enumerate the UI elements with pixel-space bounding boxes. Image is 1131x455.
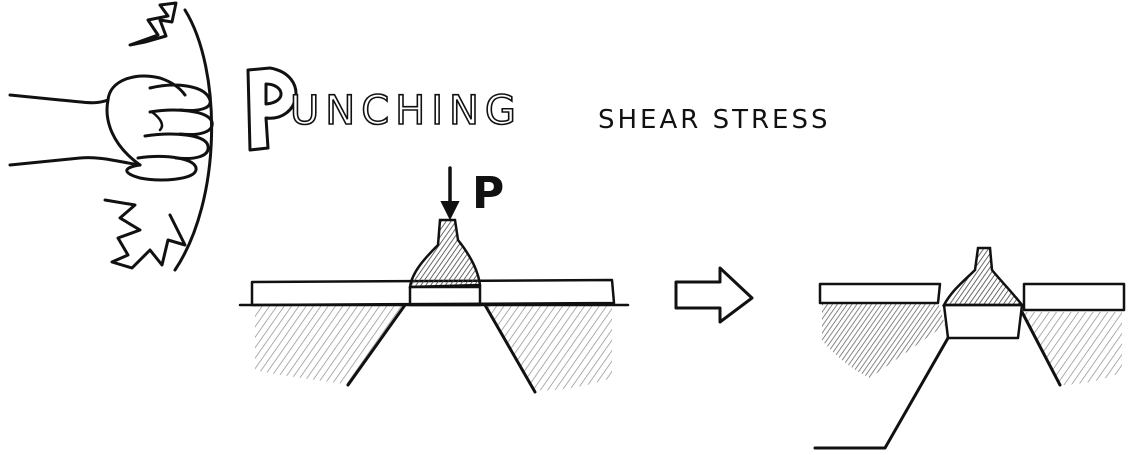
slab-before: [238, 218, 630, 394]
slab-after: [813, 246, 1126, 450]
title-rest: UNCHING: [289, 87, 522, 135]
fist-icon: [8, 8, 214, 272]
shear-zone-left: [255, 305, 405, 385]
failed-shear-zone-left: [822, 302, 945, 378]
load-label: P: [472, 168, 505, 219]
load-arrow-icon: [440, 166, 460, 221]
failed-shear-zone-right: [1022, 312, 1122, 385]
title-subtitle: SHEAR STRESS: [598, 105, 831, 135]
punched-column-capital: [941, 246, 1025, 307]
shear-zone-right: [485, 305, 612, 391]
transition-arrow-icon: [674, 266, 754, 324]
title-lettering: [246, 66, 298, 152]
impact-spark-bottom-icon: [103, 198, 187, 270]
column-capital: [408, 218, 482, 289]
impact-spark-top-icon: [128, 1, 178, 47]
